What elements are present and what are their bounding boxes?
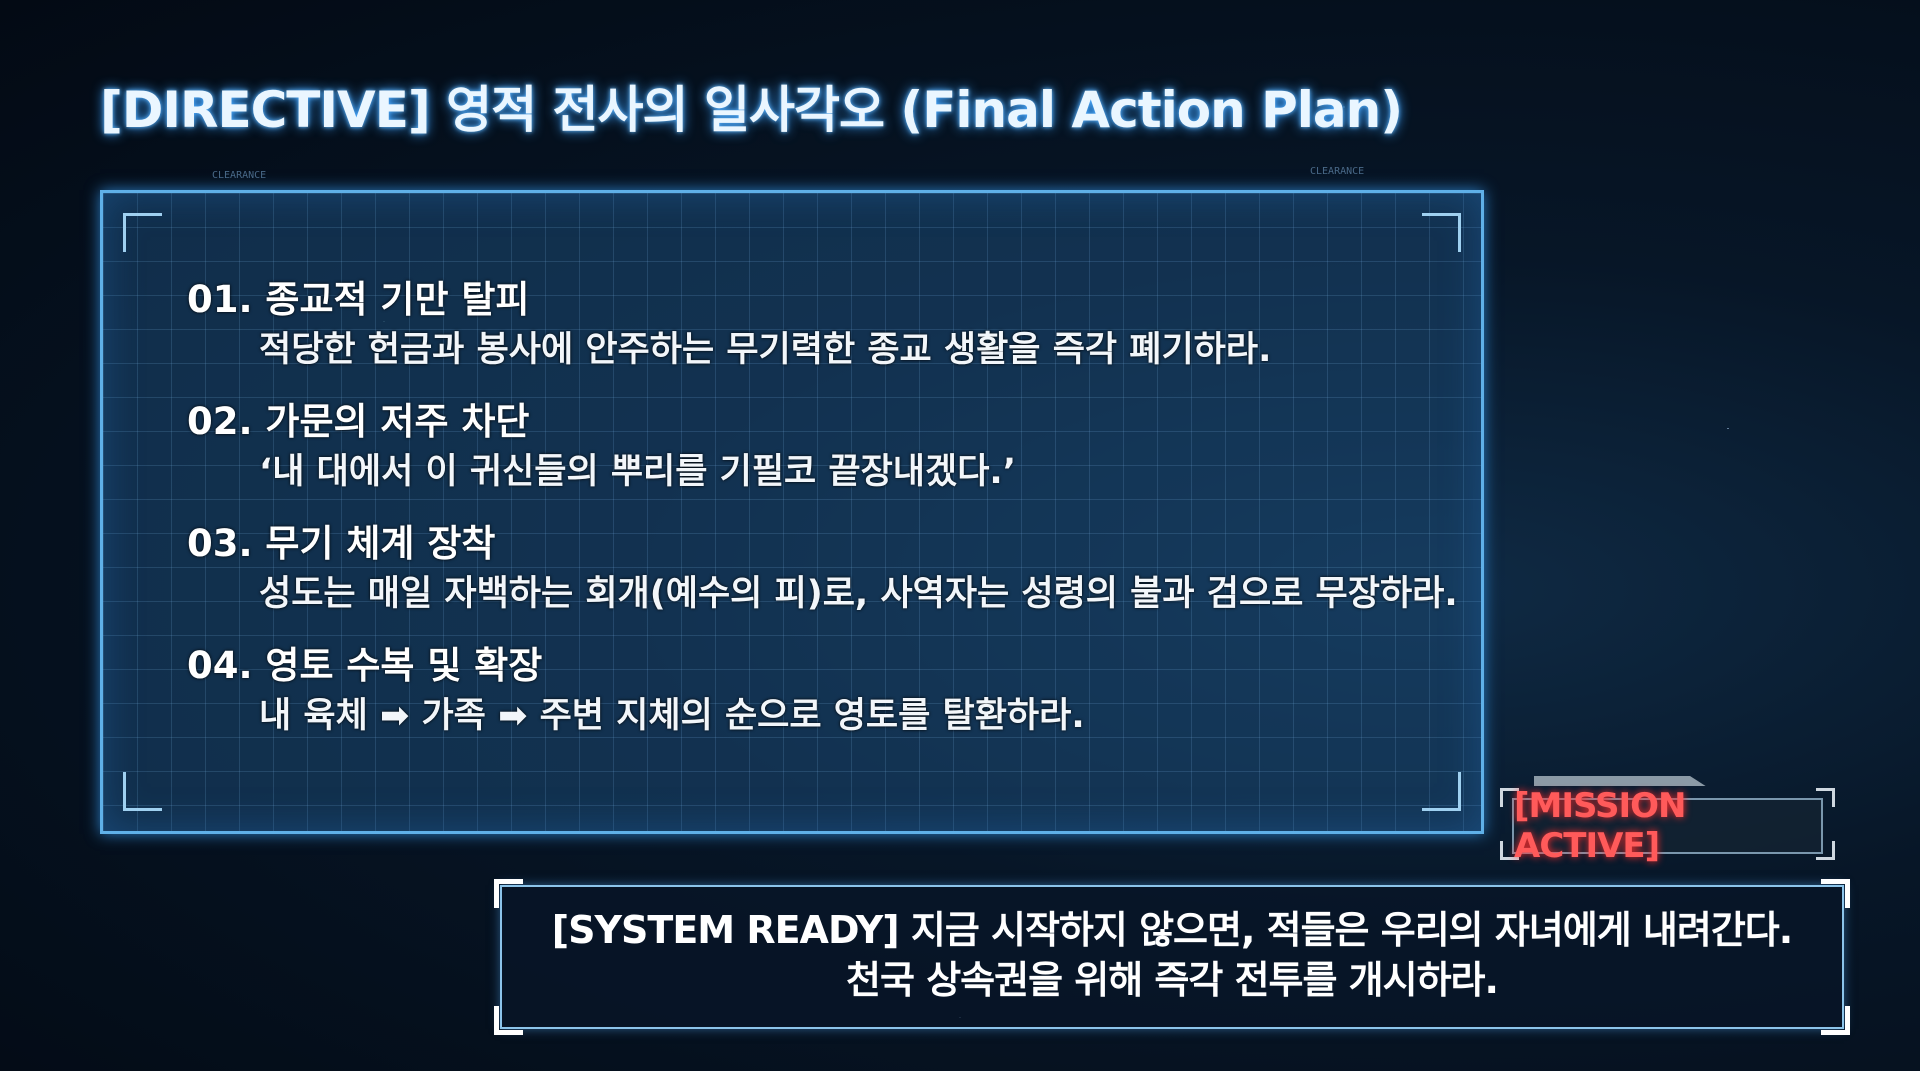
corner-bracket [1422, 772, 1461, 811]
corner-bracket [494, 879, 523, 908]
page-title: [DIRECTIVE] 영적 전사의 일사각오 (Final Action Pl… [100, 81, 1403, 139]
item-heading: 02. 가문의 저주 차단 [187, 400, 530, 443]
mission-label: [MISSION ACTIVE] [1514, 786, 1686, 866]
list-item: 04. 영토 수복 및 확장 내 육체 ➡ 가족 ➡ 주변 지체의 순으로 영토… [187, 641, 1458, 741]
corner-bracket [1816, 788, 1835, 807]
corner-bracket [123, 772, 162, 811]
corner-bracket [1821, 879, 1850, 908]
corner-bracket [1821, 1006, 1850, 1035]
item-body: 적당한 헌금과 봉사에 안주하는 무기력한 종교 생활을 즉각 폐기하라. [259, 330, 1272, 370]
decor-label: CLEARANCE [212, 170, 267, 181]
decor-label: CLEARANCE [1310, 166, 1365, 177]
item-body: ‘내 대에서 이 귀신들의 뿌리를 기필코 끝장내겠다.’ [259, 452, 1016, 492]
mission-box: [MISSION ACTIVE] [1512, 786, 1823, 866]
list-item: 01. 종교적 기만 탈피 적당한 헌금과 봉사에 안주하는 무기력한 종교 생… [187, 275, 1458, 375]
item-heading: 04. 영토 수복 및 확장 [187, 644, 543, 687]
item-body: 성도는 매일 자백하는 회개(예수의 피)로, 사역자는 성령의 불과 검으로 … [259, 574, 1458, 614]
item-body: 내 육체 ➡ 가족 ➡ 주변 지체의 순으로 영토를 탈환하라. [259, 696, 1085, 736]
item-heading: 01. 종교적 기만 탈피 [187, 278, 530, 321]
corner-bracket [494, 1006, 523, 1035]
system-message-box: [SYSTEM READY] 지금 시작하지 않으면, 적들은 우리의 자녀에게… [494, 879, 1850, 1035]
mission-status-badge: [MISSION ACTIVE] [1500, 776, 1835, 866]
system-message-line: 천국 상속권을 위해 즉각 전투를 개시하라. [846, 958, 1499, 1002]
decor-bar [1534, 776, 1706, 786]
corner-bracket [1816, 841, 1835, 860]
corner-bracket [1422, 213, 1461, 252]
corner-bracket [1500, 841, 1519, 860]
directive-panel: 01. 종교적 기만 탈피 적당한 헌금과 봉사에 안주하는 무기력한 종교 생… [100, 190, 1484, 834]
list-item: 02. 가문의 저주 차단 ‘내 대에서 이 귀신들의 뿌리를 기필코 끝장내겠… [187, 397, 1458, 497]
corner-bracket [123, 213, 162, 252]
item-heading: 03. 무기 체계 장착 [187, 522, 496, 565]
directive-list: 01. 종교적 기만 탈피 적당한 헌금과 봉사에 안주하는 무기력한 종교 생… [187, 275, 1458, 763]
list-item: 03. 무기 체계 장착 성도는 매일 자백하는 회개(예수의 피)로, 사역자… [187, 519, 1458, 619]
system-message-line: [SYSTEM READY] 지금 시작하지 않으면, 적들은 우리의 자녀에게… [551, 908, 1793, 952]
corner-bracket [1500, 788, 1519, 807]
